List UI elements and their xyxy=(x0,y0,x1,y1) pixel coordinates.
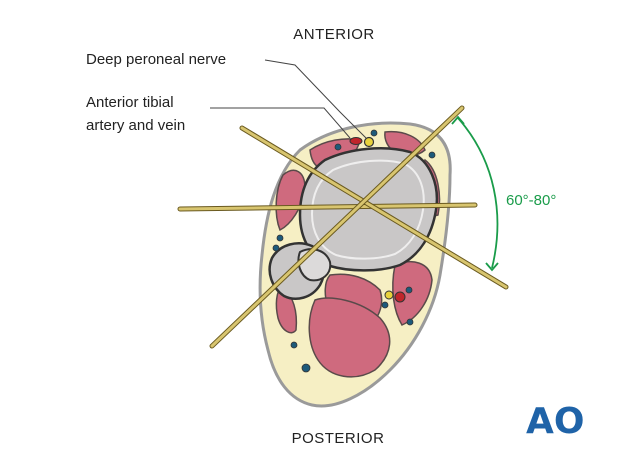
posterior-medial-muscle xyxy=(392,261,433,326)
artery-callout-line1: Anterior tibial xyxy=(86,94,174,111)
lateral-muscle xyxy=(275,169,306,232)
deep-posterior-muscle-1 xyxy=(275,283,298,334)
artery-callout-line2: artery and vein xyxy=(86,117,185,134)
angle-arrow-bottom xyxy=(485,262,499,272)
posterior-muscle-large xyxy=(308,297,391,378)
angle-arc xyxy=(457,117,499,269)
vein-10 xyxy=(406,318,414,326)
posterior-label: POSTERIOR xyxy=(292,430,385,447)
vein-1 xyxy=(334,143,342,151)
angle-arrow-top xyxy=(451,115,465,125)
vein-3 xyxy=(276,234,284,242)
vein-4 xyxy=(272,244,280,252)
angle-indicator xyxy=(451,115,499,272)
neurovascular-structures xyxy=(272,129,436,373)
k-wires xyxy=(177,105,509,349)
nerve-callout: Deep peroneal nerve xyxy=(86,51,226,68)
artery-leader xyxy=(210,107,351,139)
vein-2 xyxy=(370,129,378,137)
vein-8 xyxy=(290,341,298,349)
vein-9 xyxy=(301,363,311,373)
anterior-label: ANTERIOR xyxy=(293,26,375,43)
callout-leaders xyxy=(210,59,367,139)
ao-logo: AO xyxy=(526,401,584,442)
tibia-bone xyxy=(298,147,439,272)
deep-peroneal-nerve xyxy=(363,136,375,148)
fibula-fragment xyxy=(297,248,332,282)
angle-label: 60°-80° xyxy=(506,192,556,209)
vein-5 xyxy=(405,286,413,294)
posterior-tibial-artery xyxy=(394,291,406,303)
tibial-nerve xyxy=(384,290,394,300)
vein-6 xyxy=(381,301,389,309)
nerve-leader xyxy=(264,59,367,139)
anterior-tibial-artery xyxy=(349,137,363,145)
vein-7 xyxy=(428,151,436,159)
